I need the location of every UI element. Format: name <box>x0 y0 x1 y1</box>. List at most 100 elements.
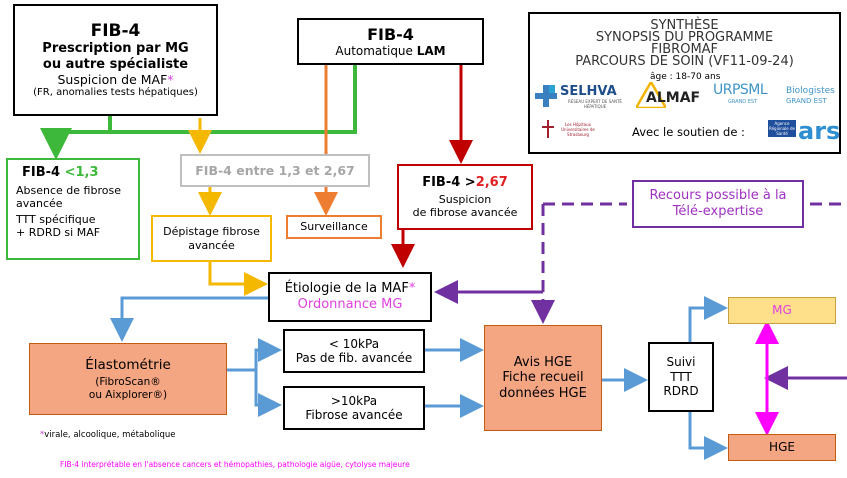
line-green-from-auto <box>56 64 357 134</box>
depistage-l1: Dépistage fibrose <box>163 225 260 239</box>
prescription-line3: Suspicion de MAF <box>57 72 168 88</box>
mid-box: FIB-4 entre 1,3 et 2,67 <box>180 154 370 187</box>
footnote2-text: FIB-4 interprétable en l'absence cancers… <box>60 460 410 469</box>
high-box: FIB-4 >2,67 Suspicion de fibrose avancée <box>397 164 533 230</box>
selhva-logo: SELHVA RÉSEAU EXPERT DE SANTÉ HÉPATIQUE <box>535 82 630 110</box>
depistage-l2: avancée <box>188 238 235 252</box>
gt10-l1: >10kPa <box>330 393 378 408</box>
surveillance-box: Surveillance <box>286 215 382 239</box>
avis-l3: données HGE <box>499 385 587 401</box>
lt10-l1: < 10kPa <box>328 336 380 351</box>
tele-expertise-box: Recours possible à la Télé-expertise <box>632 180 804 228</box>
synthese-line3: FIBROMAF <box>650 42 719 57</box>
arrow-yellow-to-etiologie <box>208 262 268 296</box>
etiologie-l2: Ordonnance MG <box>297 297 403 312</box>
prescription-line2: ou autre spécialiste <box>42 56 189 72</box>
gt10-l2: Fibrose avancée <box>305 408 403 422</box>
prescription-star: * <box>167 72 174 88</box>
hus-logo: Les Hôpitaux Universitaires de Strasbour… <box>542 118 602 146</box>
etiologie-box: Étiologie de la MAF* Ordonnance MG <box>268 272 432 322</box>
elasto-l1: (FibroScan® <box>95 376 161 388</box>
ars-logo: Agence Régionale de Santé ars <box>762 114 841 152</box>
synthese-heading: SYNTHÈSE SYNOPSIS DU PROGRAMME FIBROMAF … <box>530 18 839 69</box>
selhva-logo-sub: RÉSEAU EXPERT DE SANTÉ HÉPATIQUE <box>568 99 622 109</box>
auto-line1-wrap: Automatique LAM <box>335 44 445 58</box>
avis-l2: Fiche recueil <box>502 370 584 386</box>
suivi-box: Suivi TTT RDRD <box>648 342 714 412</box>
etiologie-l1: Étiologie de la MAF <box>284 281 409 297</box>
almaf-logo-text: ALMAF <box>646 90 701 106</box>
surveillance-label: Surveillance <box>300 220 368 234</box>
mid-label: FIB-4 entre 1,3 et 2,67 <box>195 163 355 178</box>
low-box: FIB-4 <1,3 Absence de fibrose avancée TT… <box>6 158 140 260</box>
high-title: FIB-4 > <box>422 174 476 190</box>
ars-logo-sub: Agence Régionale de Santé <box>768 120 796 137</box>
synthese-line1: SYNTHÈSE <box>650 18 719 33</box>
urpsml-logo-text: URPSML <box>713 82 768 98</box>
tele-l2: Télé-expertise <box>672 204 764 219</box>
auto-box: FIB-4 Automatique LAM <box>297 18 484 65</box>
low-l3: TTT spécifique <box>16 212 96 226</box>
selhva-logo-text: SELHVA <box>560 84 617 99</box>
avis-l1: Avis HGE <box>513 354 573 370</box>
synthese-age: âge : 18-70 ans <box>650 72 721 82</box>
suivi-l2: TTT <box>670 369 692 384</box>
mg-label: MG <box>772 303 792 318</box>
ars-logo-text: ars <box>798 117 841 145</box>
prescription-line3-wrap: Suspicion de MAF* <box>57 72 173 87</box>
hge-label: HGE <box>769 440 795 455</box>
high-value: 2,67 <box>475 174 508 190</box>
low-l2: avancée <box>16 196 63 210</box>
auto-title: FIB-4 <box>367 24 414 44</box>
auto-line1: Automatique <box>335 43 417 58</box>
low-l4: + RDRD si MAF <box>16 226 101 240</box>
arrow-blue-to-gt10 <box>254 370 282 417</box>
gt10-box: >10kPa Fibrose avancée <box>283 386 425 430</box>
elasto-l2: ou Aixplorer®) <box>88 388 168 401</box>
urpsml-logo-sub: GRAND EST <box>728 99 758 105</box>
arrow-blue-to-lt10 <box>227 338 282 372</box>
elastometrie-box: Élastométrie (FibroScan® ou Aixplorer®) <box>29 343 227 415</box>
prescription-title: FIB-4 <box>90 20 141 41</box>
arrow-blue-to-elasto <box>110 296 270 342</box>
hus-icon <box>542 120 554 138</box>
arrow-blue-suivi-to-hge <box>688 400 728 460</box>
high-l2: de fibrose avancée <box>412 206 518 220</box>
prescription-line4: (FR, anomalies tests hépatiques) <box>33 87 198 99</box>
prescription-line1: Prescription par MG <box>42 41 189 57</box>
tele-l1: Recours possible à la <box>649 188 787 204</box>
mg-box: MG <box>728 297 836 324</box>
synthese-line4: PARCOURS DE SOIN (VF11-09-24) <box>575 54 794 69</box>
prescription-box: FIB-4 Prescription par MG ou autre spéci… <box>13 4 218 116</box>
almaf-triangle-icon <box>636 82 666 108</box>
low-l1: Absence de fibrose <box>16 183 121 197</box>
almaf-logo: ALMAF <box>636 80 706 112</box>
biologistes-logo-sub: GRAND EST <box>786 97 827 105</box>
footnote-fib4: FIB-4 interprétable en l'absence cancers… <box>60 460 520 474</box>
low-title: FIB-4 <box>22 165 65 180</box>
hus-logo-text: Les Hôpitaux Universitaires de Strasbour… <box>561 122 595 137</box>
selhva-cross-icon <box>535 85 557 107</box>
high-title-wrap: FIB-4 >2,67 <box>422 175 508 191</box>
high-l1: Suspicion <box>438 193 492 207</box>
lt10-l2: Pas de fib. avancée <box>295 351 413 365</box>
synthese-box: SYNTHÈSE SYNOPSIS DU PROGRAMME FIBROMAF … <box>528 12 841 154</box>
auto-line1-bold: LAM <box>416 43 446 58</box>
suivi-l3: RDRD <box>663 384 699 399</box>
depistage-box: Dépistage fibrose avancée <box>151 215 272 262</box>
etiologie-l1-wrap: Étiologie de la MAF* <box>285 281 416 297</box>
footnote1-text: virale, alcoolique, métabolique <box>44 430 176 440</box>
low-value: <1,3 <box>64 165 99 180</box>
elasto-title: Élastométrie <box>85 356 171 373</box>
avis-hge-box: Avis HGE Fiche recueil données HGE <box>484 325 602 431</box>
lt10-box: < 10kPa Pas de fib. avancée <box>283 329 425 373</box>
biologistes-logo-text: Biologistes <box>786 86 835 96</box>
synthese-line2: SYNOPSIS DU PROGRAMME <box>595 30 774 45</box>
etiologie-star: * <box>408 281 416 297</box>
low-title-wrap: FIB-4 <1,3 <box>22 165 138 181</box>
footnote-etiologie: *virale, alcoolique, métabolique <box>40 430 240 444</box>
soutien-label: Avec le soutien de : <box>632 125 745 139</box>
footnote1-star: * <box>40 430 45 440</box>
suivi-l1: Suivi <box>666 355 696 370</box>
